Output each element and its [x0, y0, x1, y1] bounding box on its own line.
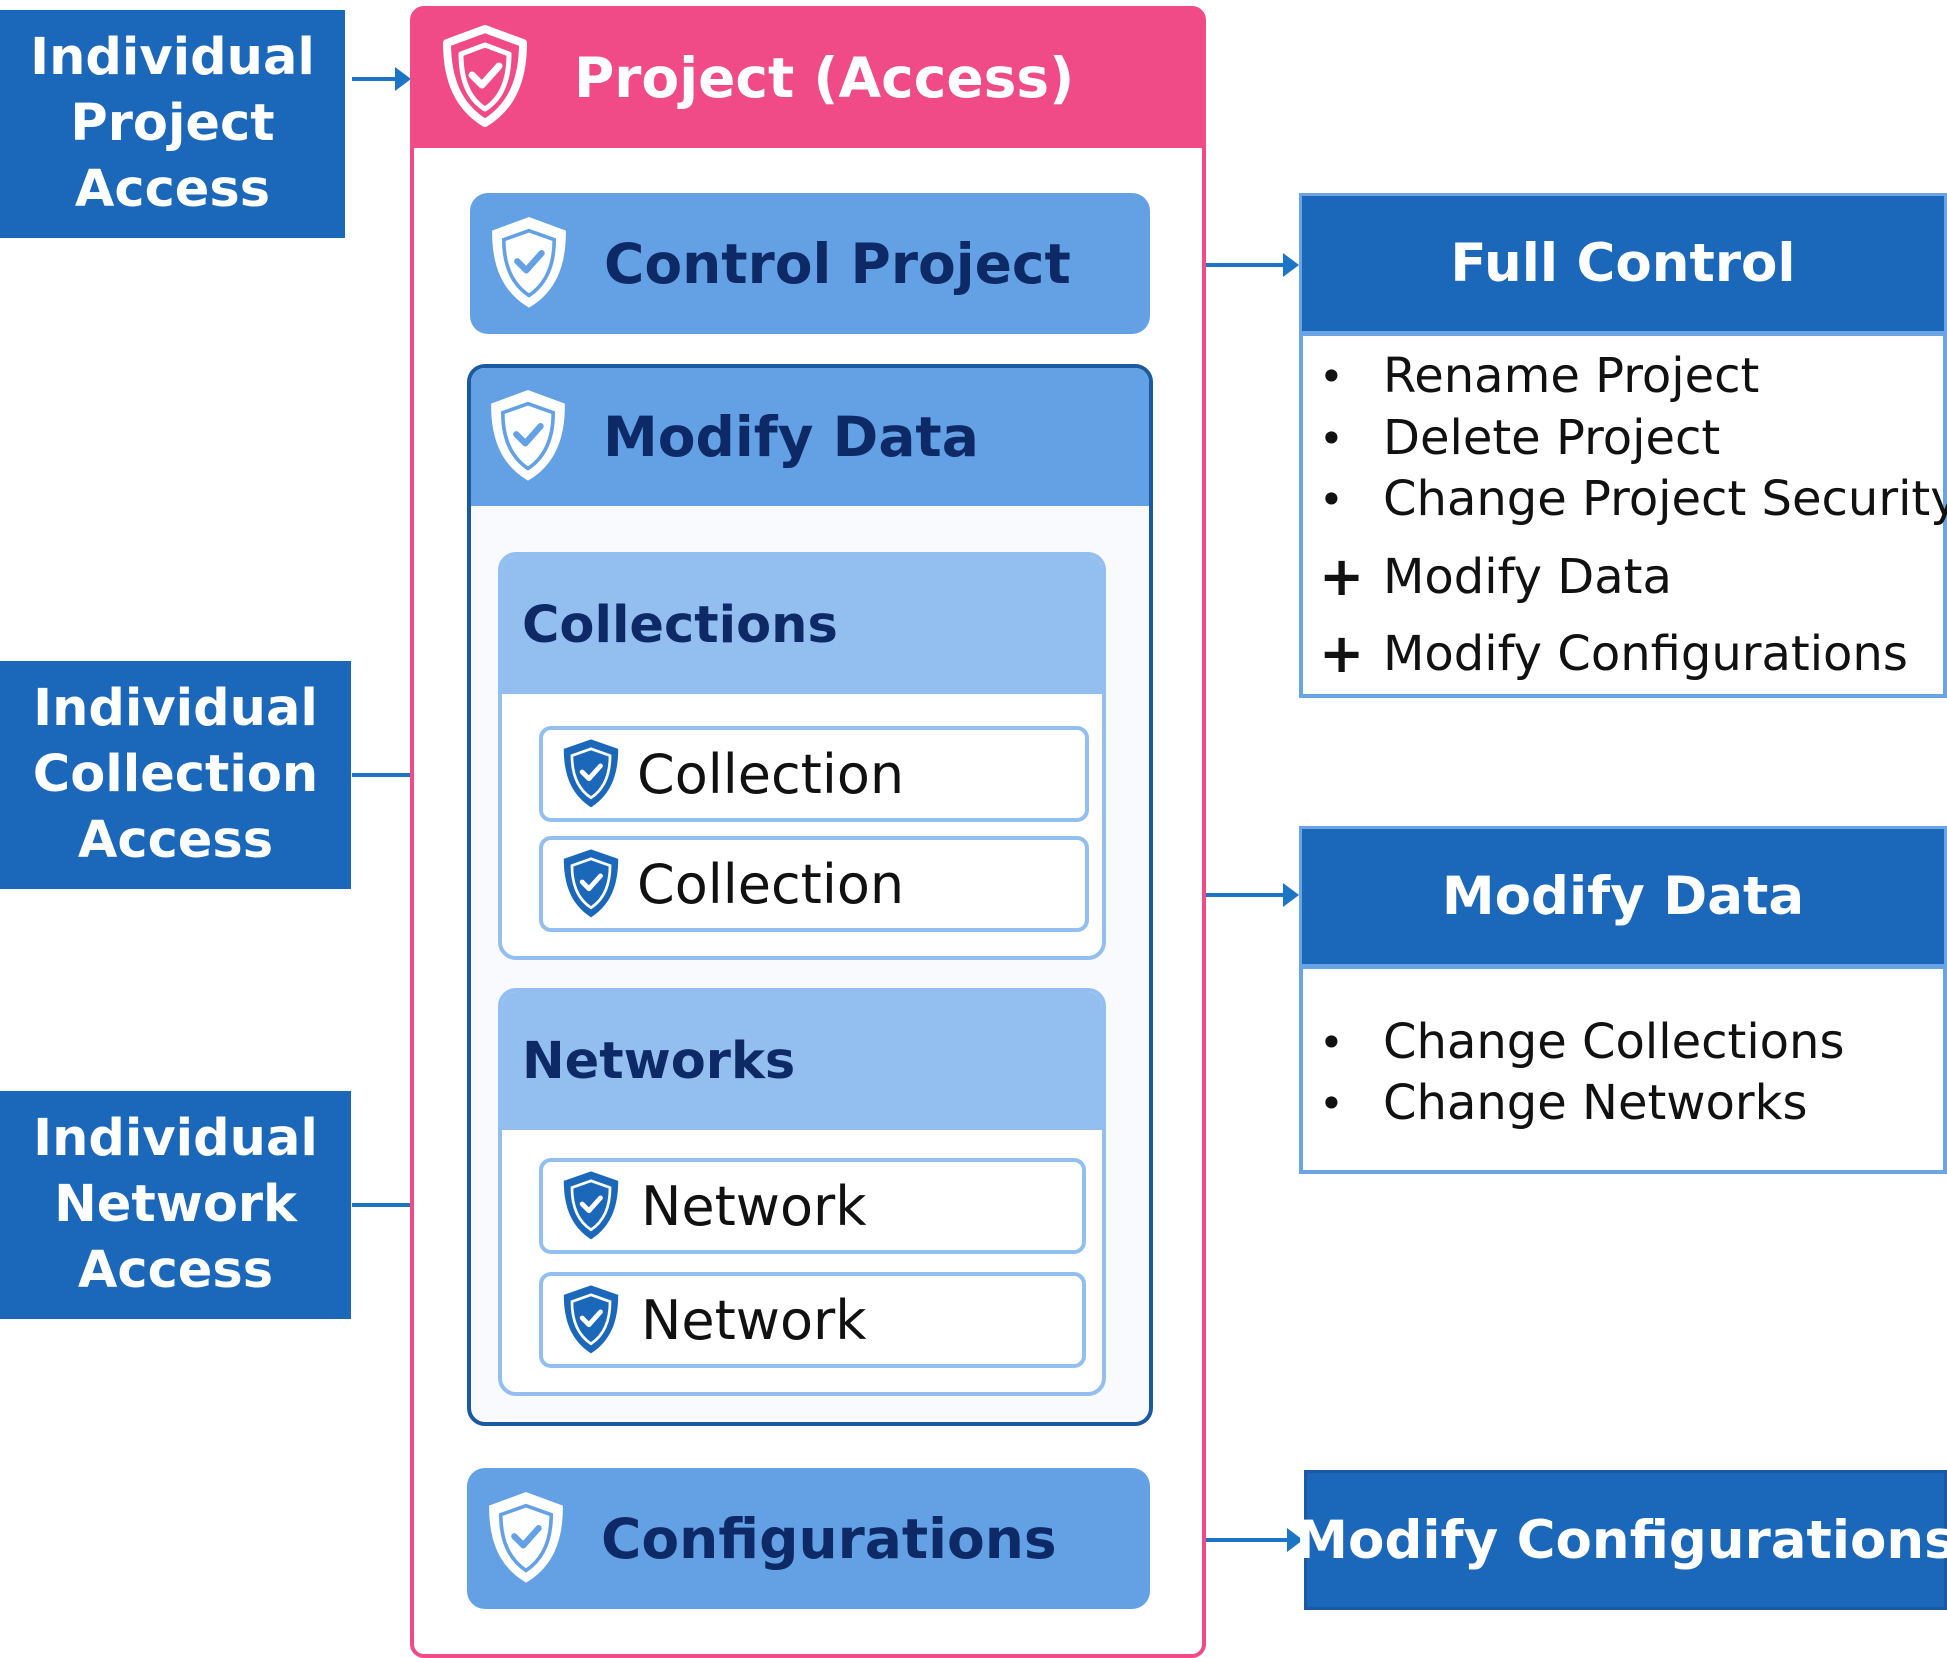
- configurations-label: Configurations: [601, 1506, 1057, 1571]
- line-1: Individual: [33, 1109, 318, 1168]
- list-item: + Modify Configurations: [1313, 622, 1908, 685]
- list-item: + Modify Data: [1313, 545, 1672, 608]
- project-access-header: Project (Access): [412, 8, 1204, 148]
- list-item-text: Delete Project: [1383, 410, 1721, 466]
- full-control-header: Full Control: [1299, 193, 1947, 334]
- line-2: Collection: [32, 745, 319, 804]
- bullet-icon: •: [1319, 1017, 1344, 1067]
- list-item: • Change Collections: [1313, 1014, 1844, 1070]
- list-item: • Delete Project: [1313, 410, 1720, 466]
- collection-item[interactable]: Collection: [539, 836, 1089, 932]
- plus-icon: +: [1319, 622, 1365, 685]
- list-item-text: Modify Configurations: [1383, 625, 1908, 682]
- individual-project-access-box: Individual Project Access: [0, 10, 345, 238]
- modify-data-panel-header: Modify Data: [1299, 826, 1947, 967]
- network-label: Network: [641, 1174, 867, 1238]
- list-item: • Change Networks: [1313, 1075, 1807, 1131]
- networks-header: Networks: [502, 992, 1102, 1130]
- shield-check-icon: [563, 739, 619, 808]
- list-item-text: Change Networks: [1383, 1075, 1808, 1131]
- list-item-text: Change Collections: [1383, 1014, 1845, 1070]
- line-1: Individual: [33, 679, 318, 738]
- collection-label: Collection: [637, 852, 905, 916]
- individual-network-access-box: Individual Network Access: [0, 1091, 351, 1319]
- shield-check-icon: [443, 25, 527, 127]
- configurations-bar: Configurations: [467, 1468, 1150, 1609]
- list-item-text: Rename Project: [1383, 348, 1760, 404]
- bullet-icon: •: [1319, 1078, 1344, 1128]
- line-2: Project: [70, 94, 275, 153]
- control-project-bar: Control Project: [470, 193, 1150, 334]
- line-3: Access: [74, 160, 271, 219]
- modify-data-panel-title: Modify Data: [1441, 866, 1805, 927]
- modify-data-label: Modify Data: [603, 405, 979, 469]
- line-1: Individual: [30, 28, 315, 87]
- shield-check-icon: [491, 390, 565, 481]
- line-2: Network: [54, 1175, 297, 1234]
- shield-check-icon: [563, 1171, 619, 1240]
- shield-check-icon: [563, 1285, 619, 1354]
- line-3: Access: [77, 1241, 274, 1300]
- list-item: • Rename Project: [1313, 348, 1759, 404]
- full-control-title: Full Control: [1450, 233, 1796, 294]
- list-item-text: Modify Data: [1383, 548, 1672, 605]
- shield-check-icon: [492, 216, 566, 308]
- project-title: Project (Access): [574, 46, 1075, 110]
- network-item[interactable]: Network: [539, 1158, 1086, 1254]
- full-control-list: • Rename Project • Delete Project • Chan…: [1299, 332, 1947, 698]
- shield-check-icon: [489, 1491, 563, 1583]
- collection-label: Collection: [637, 742, 905, 806]
- network-label: Network: [641, 1288, 867, 1352]
- bullet-icon: •: [1319, 351, 1344, 401]
- plus-icon: +: [1319, 545, 1365, 608]
- networks-label: Networks: [522, 1031, 796, 1091]
- shield-check-icon: [563, 849, 619, 918]
- bullet-icon: •: [1319, 474, 1344, 524]
- collections-label: Collections: [522, 595, 838, 655]
- modify-configurations-title: Modify Configurations: [1295, 1509, 1947, 1571]
- collections-header: Collections: [502, 556, 1102, 694]
- bullet-icon: •: [1319, 413, 1344, 463]
- network-item[interactable]: Network: [539, 1272, 1086, 1368]
- modify-data-list: • Change Collections • Change Networks: [1299, 965, 1947, 1174]
- modify-configurations-box: Modify Configurations: [1295, 1470, 1947, 1610]
- individual-collection-access-box: Individual Collection Access: [0, 661, 351, 889]
- list-item: • Change Project Security: [1313, 471, 1947, 527]
- line-3: Access: [77, 811, 274, 870]
- modify-data-header: Modify Data: [471, 368, 1149, 506]
- list-item-text: Change Project Security: [1383, 471, 1947, 527]
- control-project-label: Control Project: [604, 231, 1071, 296]
- collection-item[interactable]: Collection: [539, 726, 1089, 822]
